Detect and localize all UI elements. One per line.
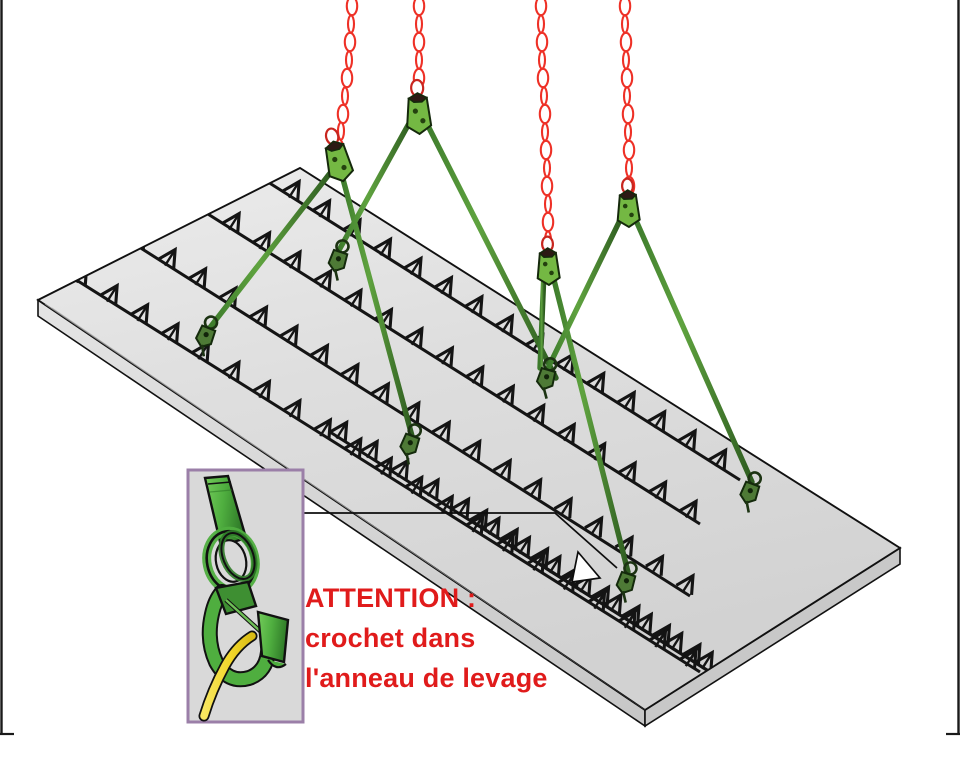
hook-shank (214, 580, 258, 616)
lattice-row (249, 168, 741, 482)
slide-frame (0, 0, 960, 736)
lifting-anchor-clutch (327, 239, 350, 281)
master-link-block (324, 127, 355, 183)
lifting-chain (534, 0, 555, 250)
master-link-block (536, 235, 561, 287)
sling-cable (421, 115, 559, 381)
warning-text-block: ATTENTION : crochet dans l'anneau de lev… (305, 578, 605, 698)
lattice-row (67, 260, 706, 674)
lifting-anchor-clutch (739, 471, 763, 513)
lattice-row (189, 188, 706, 526)
lifting-chains (331, 0, 636, 250)
master-link-block (406, 78, 433, 136)
lifting-anchor-clutch (615, 561, 638, 603)
warning-line-3: l'anneau de levage (305, 663, 548, 693)
hook-body (203, 586, 274, 686)
sling-cable (545, 213, 625, 371)
lifting-anchor-clutches (194, 239, 763, 603)
warning-line-1: ATTENTION : (305, 583, 477, 613)
clutch-jaw (256, 610, 290, 664)
clutch-jaw-tip (267, 659, 287, 669)
lifting-anchor-clutch (194, 315, 219, 357)
master-link-block (616, 177, 641, 229)
callout-leader-line (303, 512, 618, 569)
lifting-chain (618, 0, 636, 197)
warning-line-2: crochet dans (305, 623, 476, 653)
callout-arrowhead (570, 550, 602, 584)
lifting-anchor-clutch (399, 423, 423, 465)
sling-cable (337, 165, 415, 439)
sling-cable (335, 115, 415, 255)
detail-inset (186, 468, 305, 724)
lifting-slings (205, 115, 755, 575)
lifting-anchor-clutch (535, 357, 558, 399)
master-link-blocks (324, 78, 641, 287)
callout-leader (303, 512, 618, 584)
sling-cable (537, 269, 547, 371)
detail-inset-content (198, 474, 290, 722)
sling-cable (631, 213, 755, 485)
sling-cable (549, 269, 631, 575)
lifting-ring (200, 632, 256, 720)
lattice-row (467, 504, 900, 710)
sling-cable (205, 165, 337, 333)
